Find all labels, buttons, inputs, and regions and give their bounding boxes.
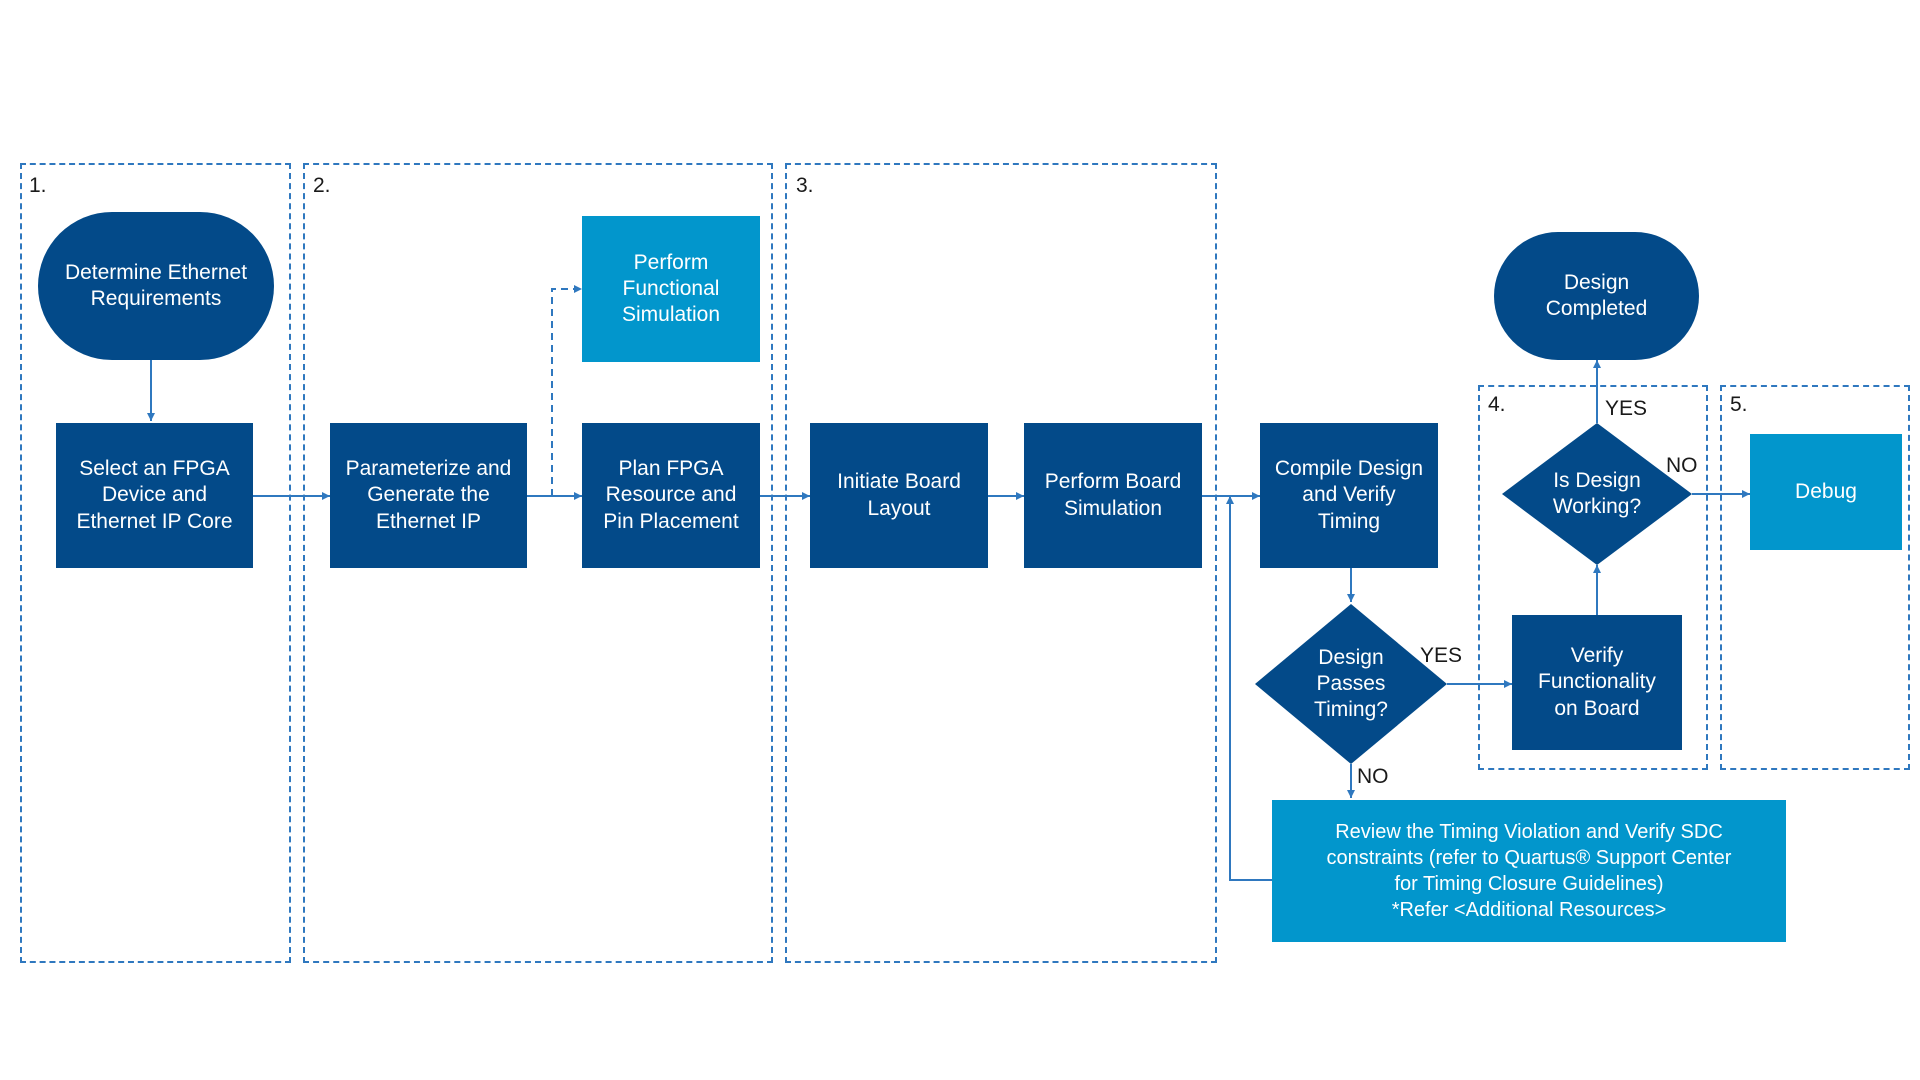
edge-label-working-no: NO	[1666, 454, 1698, 477]
stage-4-number: 4.	[1488, 393, 1506, 416]
stage-2-box	[303, 163, 773, 963]
stage-4-box	[1478, 385, 1708, 770]
edge-parameterize-to-functional-sim	[551, 285, 582, 496]
node-functional-simulation: Perform Functional Simulation	[582, 216, 760, 362]
node-board-simulation: Perform Board Simulation	[1024, 423, 1202, 568]
node-compile-design: Compile Design and Verify Timing	[1260, 423, 1438, 568]
decision-is-working	[1502, 423, 1692, 565]
stage-3-box	[785, 163, 1217, 963]
node-parameterize-ip: Parameterize and Generate the Ethernet I…	[330, 423, 527, 568]
stage-3-number: 3.	[796, 174, 814, 197]
node-determine-requirements: Determine Ethernet Requirements	[38, 212, 274, 360]
node-select-fpga-device: Select an FPGA Device and Ethernet IP Co…	[56, 423, 253, 568]
node-plan-fpga-resource: Plan FPGA Resource and Pin Placement	[582, 423, 760, 568]
node-review-timing-violation: Review the Timing Violation and Verify S…	[1272, 800, 1786, 942]
node-design-completed: Design Completed	[1494, 232, 1699, 360]
edge-label-timing-no: NO	[1357, 765, 1389, 788]
stage-2-number: 2.	[313, 174, 331, 197]
stage-1-number: 1.	[29, 174, 47, 197]
stage-5-number: 5.	[1730, 393, 1748, 416]
edge-review-feedback	[1226, 496, 1272, 881]
node-debug: Debug	[1750, 434, 1902, 550]
decision-passes-timing-label: Design Passes Timing?	[1314, 645, 1388, 722]
node-verify-on-board: Verify Functionality on Board	[1512, 615, 1682, 750]
decision-is-working-label: Is Design Working?	[1552, 468, 1642, 518]
stage-5-box	[1720, 385, 1910, 770]
edge-label-timing-yes: YES	[1420, 644, 1463, 667]
edge-label-working-yes: YES	[1605, 397, 1648, 420]
stage-1-box	[20, 163, 291, 963]
decision-passes-timing	[1255, 604, 1447, 764]
node-initiate-board-layout: Initiate Board Layout	[810, 423, 988, 568]
